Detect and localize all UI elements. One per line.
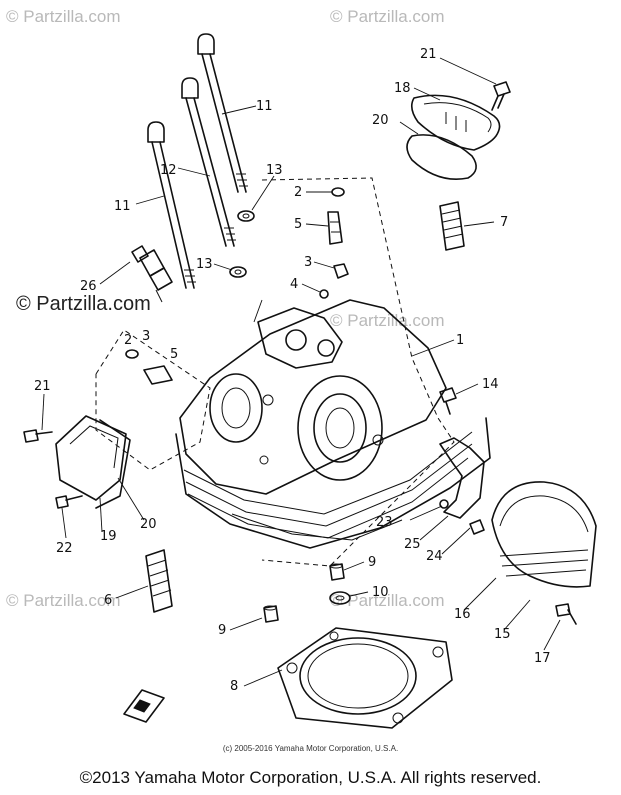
washers xyxy=(229,210,255,278)
head-bolt-right xyxy=(197,33,248,193)
head-bolt-left xyxy=(147,121,196,289)
callout-label: 22 xyxy=(56,541,73,556)
callout-label: 3 xyxy=(142,329,150,344)
watermark-text: © Partzilla.com xyxy=(330,7,445,26)
watermark-text: © Partzilla.com xyxy=(330,591,445,610)
dowels xyxy=(263,563,351,623)
valve-parts xyxy=(319,187,349,299)
callout-label: 3 xyxy=(304,255,312,270)
spark-plug xyxy=(131,245,173,303)
callout-label: 11 xyxy=(256,99,273,114)
callout-label: 8 xyxy=(230,679,238,694)
callout-label: 21 xyxy=(420,47,437,62)
callout-label: 4 xyxy=(290,277,298,292)
head-gasket xyxy=(277,627,453,729)
head-bolts xyxy=(147,33,248,289)
leader-lines xyxy=(41,57,561,687)
callout-label: 13 xyxy=(266,163,283,178)
callout-label: 5 xyxy=(170,347,178,362)
callout-label: 24 xyxy=(426,549,443,564)
callout-label: 16 xyxy=(454,607,471,622)
callout-label: 17 xyxy=(534,651,551,666)
callout-label: 9 xyxy=(218,623,226,638)
left-valve-parts xyxy=(125,349,173,385)
callout-label: 1 xyxy=(456,333,464,348)
diagram-copyright-note: (c) 2005-2016 Yamaha Motor Corporation, … xyxy=(222,744,399,753)
callout-label: 20 xyxy=(140,517,157,532)
assembly-outline xyxy=(95,177,455,567)
callout-label: 14 xyxy=(482,377,499,392)
callout-label: 6 xyxy=(104,593,112,608)
watermark-text: © Partzilla.com xyxy=(6,7,121,26)
callout-label: 5 xyxy=(294,217,302,232)
callout-label: 20 xyxy=(372,113,389,128)
valve-springs xyxy=(145,201,465,613)
valve-cover-top xyxy=(406,94,501,180)
callout-label: 11 xyxy=(114,199,131,214)
cylinder-head-body xyxy=(175,299,491,549)
footer-copyright: ©2013 Yamaha Motor Corporation, U.S.A. A… xyxy=(79,768,542,787)
callout-label: 25 xyxy=(404,537,421,552)
watermarks: © Partzilla.com © Partzilla.com © Partzi… xyxy=(6,7,445,610)
bolt-top-right xyxy=(491,81,511,111)
callout-label: 18 xyxy=(394,81,411,96)
watermark-text: © Partzilla.com xyxy=(16,293,151,315)
callout-label: 2 xyxy=(124,333,132,348)
small-hardware xyxy=(439,387,485,535)
callout-label: 2 xyxy=(294,185,302,200)
watermark-text: © Partzilla.com xyxy=(330,311,445,330)
callout-label: 26 xyxy=(80,279,97,294)
callout-label: 9 xyxy=(368,555,376,570)
right-tappet-cover xyxy=(491,481,597,625)
callout-label: 13 xyxy=(196,257,213,272)
callout-label: 21 xyxy=(34,379,51,394)
watermark-text: © Partzilla.com xyxy=(6,591,121,610)
head-bolt-middle xyxy=(181,77,236,247)
callout-label: 12 xyxy=(160,163,177,178)
callout-label: 7 xyxy=(500,215,508,230)
direction-tag xyxy=(123,689,165,723)
callout-label: 19 xyxy=(100,529,117,544)
callout-label: 23 xyxy=(376,515,393,530)
callout-label: 15 xyxy=(494,627,511,642)
callouts: 21 18 20 11 12 11 13 2 5 7 13 3 4 26 1 3… xyxy=(34,47,551,694)
left-side-cover xyxy=(23,415,131,509)
callout-label: 10 xyxy=(372,585,389,600)
